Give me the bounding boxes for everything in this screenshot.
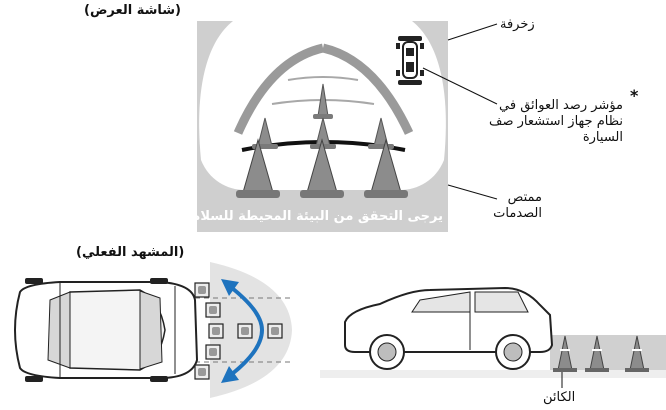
safety-notice-text: يرجى التحقق من البيئة المحيطة للسلامة bbox=[184, 209, 443, 224]
obstacle-box-2 bbox=[267, 323, 283, 339]
top-view bbox=[14, 262, 292, 398]
side-cone-3 bbox=[625, 335, 649, 372]
sensor-indicator-leader-line bbox=[422, 67, 498, 105]
screen-cone-far bbox=[313, 83, 333, 119]
guide-line-right-inner bbox=[322, 60, 395, 131]
detection-arc-arrow-icon bbox=[221, 279, 265, 383]
guide-line-left-outer bbox=[233, 43, 325, 135]
car-top-view-icon bbox=[14, 278, 199, 382]
car-side-view-icon bbox=[344, 286, 554, 370]
side-view bbox=[320, 286, 666, 388]
obstacle-box-1 bbox=[237, 323, 253, 339]
display-screen-heading: (شاشة العرض) bbox=[84, 3, 181, 18]
sensor-box-5 bbox=[194, 364, 210, 380]
decoration-label: زخرفة bbox=[500, 17, 535, 32]
display-screen bbox=[197, 21, 448, 232]
sensor-indicator-label-line3: السيارة bbox=[582, 130, 623, 145]
screen-cone-near-center bbox=[300, 138, 344, 198]
sensor-indicator-label-line2: نظام جهاز استشعار صف bbox=[489, 114, 623, 129]
object-label: الكائن bbox=[543, 390, 576, 405]
asterisk-mark: * bbox=[630, 86, 639, 105]
side-cone-2 bbox=[585, 335, 609, 372]
decoration-leader-line bbox=[447, 23, 498, 41]
sensor-box-3 bbox=[208, 323, 224, 339]
guide-line-left-inner bbox=[252, 60, 324, 131]
bumper-leader-line bbox=[447, 184, 498, 200]
distance-line-far bbox=[287, 76, 359, 81]
sensor-box-2 bbox=[205, 302, 221, 318]
sensor-indicator-car-icon bbox=[396, 36, 424, 85]
side-cone-1 bbox=[553, 335, 577, 372]
sensor-box-4 bbox=[205, 344, 221, 360]
bumper-label-line2: الصدمات bbox=[493, 206, 542, 221]
guide-line-right-outer bbox=[321, 43, 414, 135]
screen-cone-near-left bbox=[236, 138, 280, 198]
screen-cone-near-right bbox=[364, 138, 408, 198]
sensor-box-1 bbox=[194, 282, 210, 298]
bumper-label-line1: ممتص bbox=[507, 190, 542, 205]
actual-view-heading: (المشهد الفعلي) bbox=[76, 245, 185, 260]
ground bbox=[320, 370, 666, 378]
sensor-indicator-label-line1: مؤشر رصد العوائق في bbox=[499, 98, 623, 113]
